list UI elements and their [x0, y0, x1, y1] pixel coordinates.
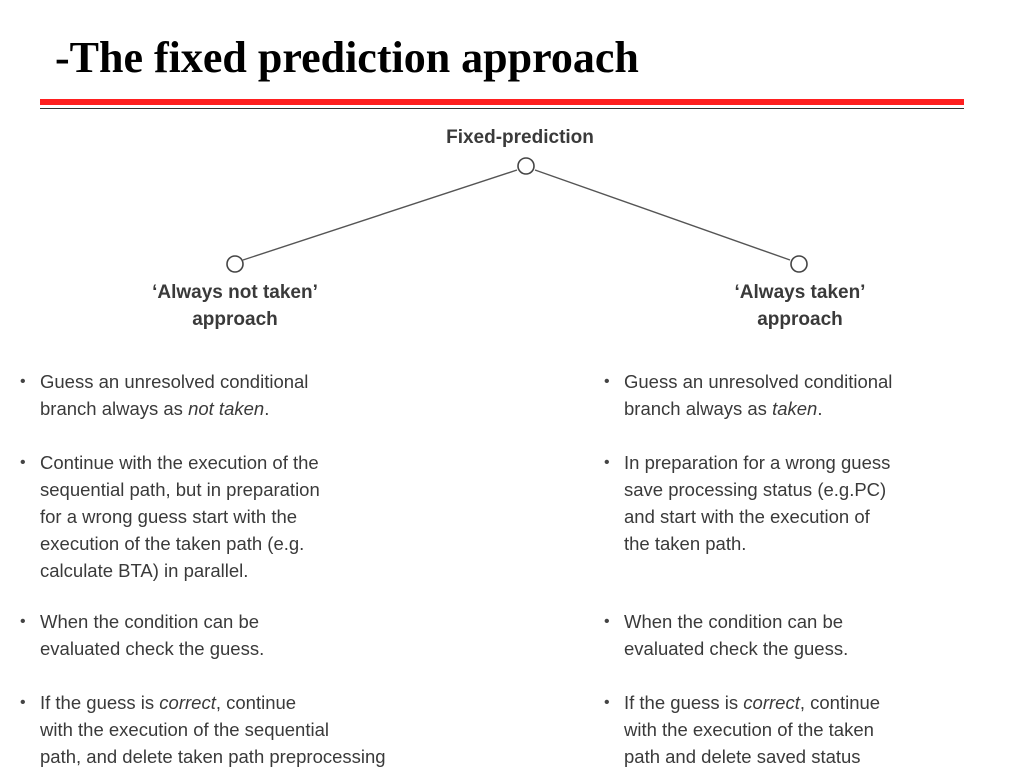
always-taken-label-line2: approach	[757, 309, 843, 330]
taken-bullet-guess: Guess an unresolved conditional branch a…	[604, 368, 1014, 449]
emphasis-text: correct	[159, 692, 216, 713]
text-line: When the condition can be	[624, 611, 844, 632]
text-segment: If the guess is	[40, 692, 160, 713]
title-underline-black	[40, 108, 964, 109]
text-segment: .	[817, 398, 823, 419]
text-line: evaluated check the guess.	[40, 638, 265, 659]
taken-bullet-evaluate: When the condition can be evaluated chec…	[604, 608, 1014, 689]
text-line: sequential path, but in preparation	[40, 479, 320, 500]
text-line: Guess an unresolved conditional	[40, 371, 309, 392]
edge-root-to-taken	[534, 169, 791, 261]
emphasis-text: taken	[772, 398, 818, 419]
text-line: When the condition can be	[40, 611, 260, 632]
always-not-taken-label-line2: approach	[192, 309, 278, 330]
always-not-taken-label: ‘Always not taken’ approach	[70, 279, 400, 333]
not-taken-bullet-continue: Continue with the execution of the seque…	[20, 449, 540, 608]
text-line: the taken path.	[624, 533, 747, 554]
not-taken-bullet-guess: Guess an unresolved conditional branch a…	[20, 368, 540, 449]
text-line: In preparation for a wrong guess	[624, 452, 891, 473]
emphasis-text: correct	[743, 692, 800, 713]
always-taken-bullets: Guess an unresolved conditional branch a…	[604, 368, 1014, 770]
slide-title: -The fixed prediction approach	[55, 33, 639, 82]
text-line: If the guess is correct, continue	[40, 689, 540, 716]
text-line: with the execution of the taken	[624, 719, 874, 740]
text-line: with the execution of the sequential	[40, 719, 329, 740]
text-segment: , continue	[799, 692, 881, 713]
text-line: If the guess is correct, continue	[624, 689, 1014, 716]
text-line: save processing status (e.g.PC)	[624, 479, 887, 500]
text-segment: branch always as	[624, 398, 773, 419]
not-taken-node	[226, 255, 244, 273]
text-line: calculate BTA) in parallel.	[40, 560, 249, 581]
text-line: path and delete saved status	[624, 746, 861, 767]
text-line: Guess an unresolved conditional	[624, 371, 893, 392]
emphasis-text: not taken	[188, 398, 265, 419]
not-taken-bullet-correct: If the guess is correct, continue with t…	[20, 689, 540, 770]
always-not-taken-bullets: Guess an unresolved conditional branch a…	[20, 368, 540, 770]
root-node	[517, 157, 535, 175]
always-taken-label-line1: ‘Always taken’	[734, 282, 866, 303]
text-line: path, and delete taken path preprocessin…	[40, 746, 386, 767]
text-line: evaluated check the guess.	[624, 638, 849, 659]
text-line: branch always as taken.	[624, 395, 1014, 422]
text-segment: If the guess is	[624, 692, 744, 713]
taken-bullet-correct: If the guess is correct, continue with t…	[604, 689, 1014, 770]
taken-node	[790, 255, 808, 273]
text-line: for a wrong guess start with the	[40, 506, 298, 527]
text-segment: branch always as	[40, 398, 189, 419]
edge-root-to-not-taken	[242, 169, 518, 261]
text-line: execution of the taken path (e.g.	[40, 533, 305, 554]
title-underline-red	[40, 99, 964, 105]
text-line: Continue with the execution of the	[40, 452, 319, 473]
not-taken-bullet-evaluate: When the condition can be evaluated chec…	[20, 608, 540, 689]
text-segment: .	[264, 398, 270, 419]
text-line: branch always as not taken.	[40, 395, 540, 422]
taken-bullet-prepare: In preparation for a wrong guess save pr…	[604, 449, 1014, 608]
always-taken-label: ‘Always taken’ approach	[650, 279, 950, 333]
root-node-label: Fixed-prediction	[446, 127, 594, 148]
text-segment: , continue	[215, 692, 297, 713]
text-line: and start with the execution of	[624, 506, 870, 527]
always-not-taken-label-line1: ‘Always not taken’	[152, 282, 318, 303]
